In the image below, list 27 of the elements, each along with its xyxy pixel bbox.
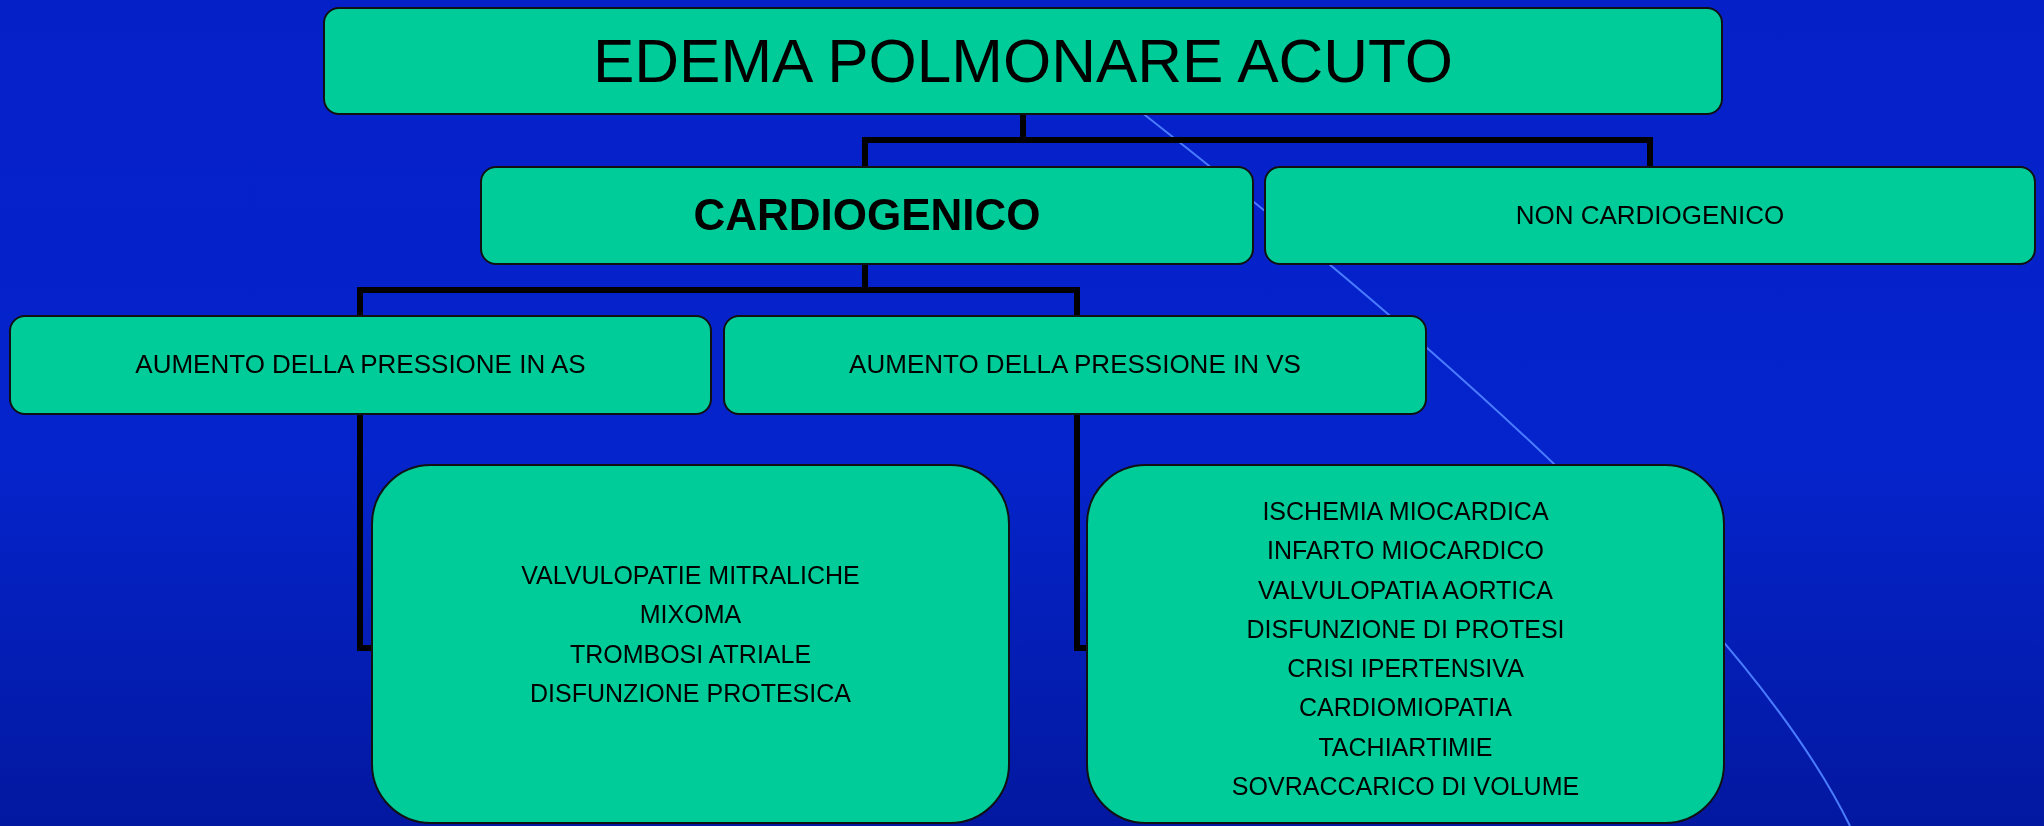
list-item: TACHIARTIMIE (1318, 731, 1493, 763)
list-item: ISCHEMIA MIOCARDICA (1262, 496, 1549, 527)
node-label: AUMENTO DELLA PRESSIONE IN VS (849, 349, 1301, 381)
list-item: DISFUNZIONE PROTESICA (530, 677, 851, 709)
label-box (9, 315, 712, 415)
node-label: AUMENTO DELLA PRESSIONE IN AS (135, 349, 586, 381)
title-text: EDEMA POLMONARE ACUTO (592, 24, 1454, 97)
connector-line (1074, 415, 1086, 651)
list-item: INFARTO MIOCARDICO (1267, 535, 1544, 567)
list-item: MIXOMA (639, 599, 742, 631)
node-label: CARDIOGENICO (693, 189, 1041, 242)
label-box (1264, 166, 2036, 265)
rounded-box (371, 464, 1010, 824)
connector-line (862, 265, 1080, 315)
list-item: DISFUNZIONE DI PROTESI (1246, 613, 1565, 645)
list-item: VALVULOPATIA AORTICA (1258, 574, 1553, 606)
list-item: SOVRACCARICO DI VOLUME (1231, 770, 1580, 802)
label-box (480, 166, 1254, 265)
label-box (723, 315, 1427, 415)
list-item: TROMBOSI ATRIALE (569, 638, 812, 670)
label-box (323, 7, 1723, 115)
list-item: VALVULOPATIE MITRALICHE (521, 560, 860, 591)
list-item: CARDIOMIOPATIA (1299, 692, 1512, 724)
connector-line (357, 415, 371, 651)
node-label: NON CARDIOGENICO (1515, 199, 1785, 232)
rounded-box (1086, 464, 1725, 824)
list-item: CRISI IPERTENSIVA (1287, 653, 1524, 684)
